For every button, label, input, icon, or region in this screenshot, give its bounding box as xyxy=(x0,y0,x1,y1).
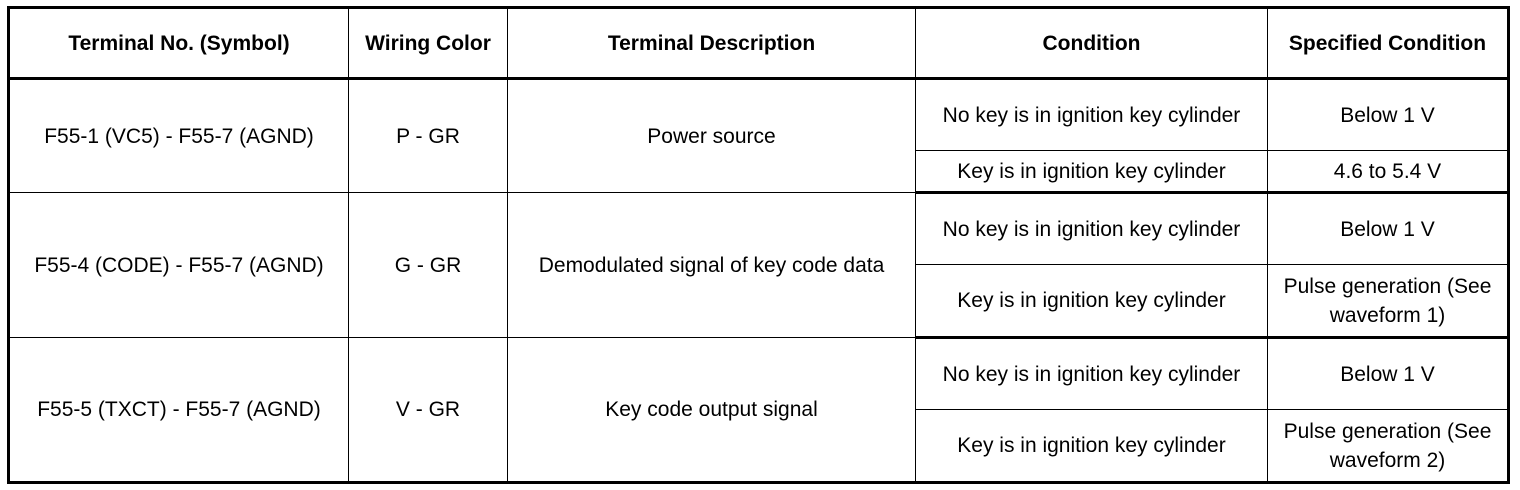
specified-condition-cell: Below 1 V xyxy=(1267,192,1509,265)
terminal-cell: F55-1 (VC5) - F55-7 (AGND) xyxy=(8,78,349,193)
table-header-row: Terminal No. (Symbol) Wiring Color Termi… xyxy=(8,7,1509,79)
condition-cell: Key is in ignition key cylinder xyxy=(915,409,1268,483)
condition-cell: Key is in ignition key cylinder xyxy=(915,150,1268,194)
description-cell: Key code output signal xyxy=(507,337,916,483)
terminal-cell: F55-4 (CODE) - F55-7 (AGND) xyxy=(8,192,349,338)
table-row: Key is in ignition key cylinder Pulse ge… xyxy=(9,264,1509,339)
table-row: Key is in ignition key cylinder 4.6 to 5… xyxy=(9,150,1509,194)
condition-cell: Key is in ignition key cylinder xyxy=(915,264,1268,339)
header-terminal-description: Terminal Description xyxy=(507,7,916,79)
table-row: F55-5 (TXCT) - F55-7 (AGND) V - GR Key c… xyxy=(8,337,1509,483)
header-wiring-color: Wiring Color xyxy=(348,7,508,79)
table-row: F55-1 (VC5) - F55-7 (AGND) P - GR Power … xyxy=(8,78,1509,193)
description-cell: Demodulated signal of key code data xyxy=(507,192,916,338)
header-condition: Condition xyxy=(915,7,1268,79)
condition-cell: No key is in ignition key cylinder xyxy=(915,192,1268,265)
table-row: Key is in ignition key cylinder Pulse ge… xyxy=(9,409,1509,483)
header-terminal-no: Terminal No. (Symbol) xyxy=(8,7,349,79)
header-specified-condition: Specified Condition xyxy=(1267,7,1509,79)
specified-condition-cell: Pulse generation (See waveform 2) xyxy=(1267,409,1509,483)
wiring-color-cell: G - GR xyxy=(348,192,508,338)
table-row: F55-4 (CODE) - F55-7 (AGND) G - GR Demod… xyxy=(8,192,1509,338)
specified-condition-cell: Pulse generation (See waveform 1) xyxy=(1267,264,1509,339)
wiring-color-cell: V - GR xyxy=(348,337,508,483)
description-cell: Power source xyxy=(507,78,916,193)
specified-condition-cell: Below 1 V xyxy=(1267,337,1509,410)
specified-condition-cell: 4.6 to 5.4 V xyxy=(1267,150,1509,194)
condition-cell: No key is in ignition key cylinder xyxy=(915,78,1268,151)
terminal-spec-table: Terminal No. (Symbol) Wiring Color Termi… xyxy=(7,6,1510,484)
condition-cell: No key is in ignition key cylinder xyxy=(915,337,1268,410)
specified-condition-cell: Below 1 V xyxy=(1267,78,1509,151)
terminal-cell: F55-5 (TXCT) - F55-7 (AGND) xyxy=(8,337,349,483)
wiring-color-cell: P - GR xyxy=(348,78,508,193)
